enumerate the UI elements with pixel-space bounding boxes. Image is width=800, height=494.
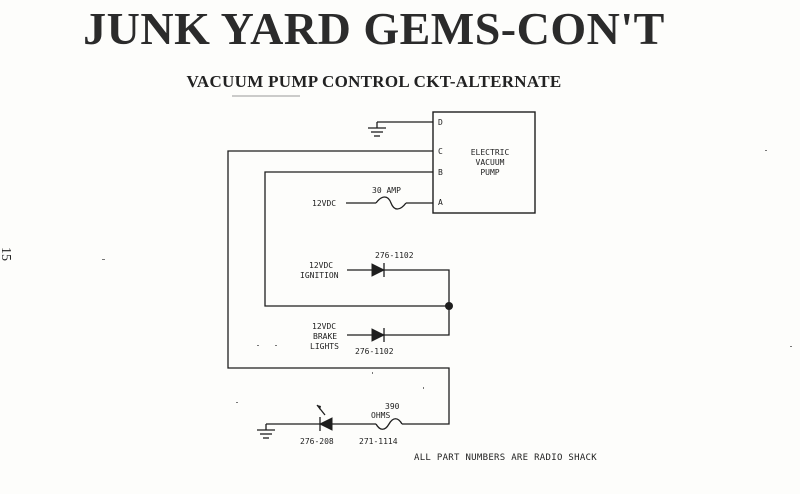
page-title: JUNK YARD GEMS-CON'T xyxy=(83,3,665,54)
diagram-subtitle: VACUUM PUMP CONTROL CKT-ALTERNATE xyxy=(186,72,562,91)
resistor-symbol xyxy=(332,418,424,430)
ground-symbol-top xyxy=(368,121,433,137)
wire-pin-b xyxy=(264,171,449,307)
led-symbol xyxy=(266,404,333,431)
resistor-part-number: 271-1114 xyxy=(359,437,398,446)
supply-12vdc-label: 12VDC xyxy=(312,199,336,208)
diode-ignition-symbol xyxy=(347,263,450,306)
diode-top-part-number: 276-1102 xyxy=(375,251,414,260)
pin-label-a: A xyxy=(438,198,443,207)
fuse-symbol xyxy=(346,196,433,210)
pin-label-d: D xyxy=(438,118,443,127)
ground-symbol-bottom xyxy=(257,424,275,439)
vacuum-pump-box xyxy=(432,111,536,214)
resistor-value-line-2: OHMS xyxy=(371,411,390,420)
diode-brake-symbol xyxy=(347,306,450,342)
resistor-value-line-1: 390 xyxy=(385,402,400,411)
ignition-label-line-1: 12VDC xyxy=(309,261,333,270)
pin-label-b: B xyxy=(438,168,443,177)
led-part-number: 276-208 xyxy=(300,437,334,446)
pump-label-line-2: VACUUM xyxy=(476,158,505,167)
brake-label-line-1: 12VDC xyxy=(312,322,336,331)
ignition-label-line-2: IGNITION xyxy=(300,271,339,280)
part-numbers-note: ALL PART NUMBERS ARE RADIO SHACK xyxy=(414,453,597,463)
fuse-label: 30 AMP xyxy=(372,186,401,195)
diode-bottom-part-number: 276-1102 xyxy=(355,347,394,356)
scan-specks xyxy=(102,150,792,403)
pump-label-line-3: PUMP xyxy=(480,168,499,177)
pin-label-c: C xyxy=(438,147,443,156)
brake-label-line-3: LIGHTS xyxy=(310,342,339,351)
wire-pin-c-loop xyxy=(227,150,450,425)
pump-label-line-1: ELECTRIC xyxy=(471,148,510,157)
brake-label-line-2: BRAKE xyxy=(313,332,337,341)
